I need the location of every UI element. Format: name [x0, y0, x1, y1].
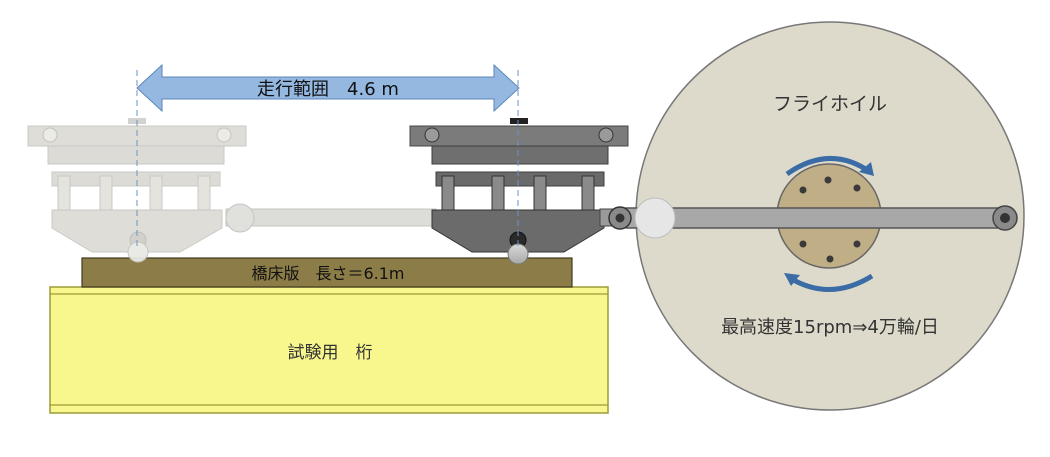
flywheel-label: フライホイル [773, 93, 887, 115]
rotation-arrow-top [785, 156, 874, 177]
connecting-rod-ghost [225, 208, 437, 227]
rod-ghost-end [225, 203, 255, 233]
travel-range-arrow [136, 63, 520, 113]
hub-bolt [824, 176, 832, 184]
crank-arm [617, 207, 1013, 229]
cart-ghost [27, 118, 247, 263]
hub-bolt [853, 184, 861, 192]
hub-bolt [799, 240, 807, 248]
bridge-deck [81, 257, 573, 288]
crank-ghost-circle [634, 197, 676, 239]
girder-label: 試験用 桁 [288, 343, 373, 363]
hub-bolts [799, 176, 861, 263]
hub-bolt [826, 255, 834, 263]
hub-bolt [853, 240, 861, 248]
deck-label: 橋床版 長さ＝6.1m [251, 264, 404, 283]
crank-pin-hole [1000, 213, 1010, 223]
test-girder [49, 286, 609, 414]
rod-end-pin [615, 213, 625, 223]
travel-range-label: 走行範囲 4.6 m [257, 79, 399, 100]
speed-label: 最高速度15rpm⇒4万輪/日 [721, 317, 939, 338]
hub-bolt [799, 186, 807, 194]
cart-active [409, 118, 629, 265]
rotation-arrow-bottom [784, 273, 874, 292]
